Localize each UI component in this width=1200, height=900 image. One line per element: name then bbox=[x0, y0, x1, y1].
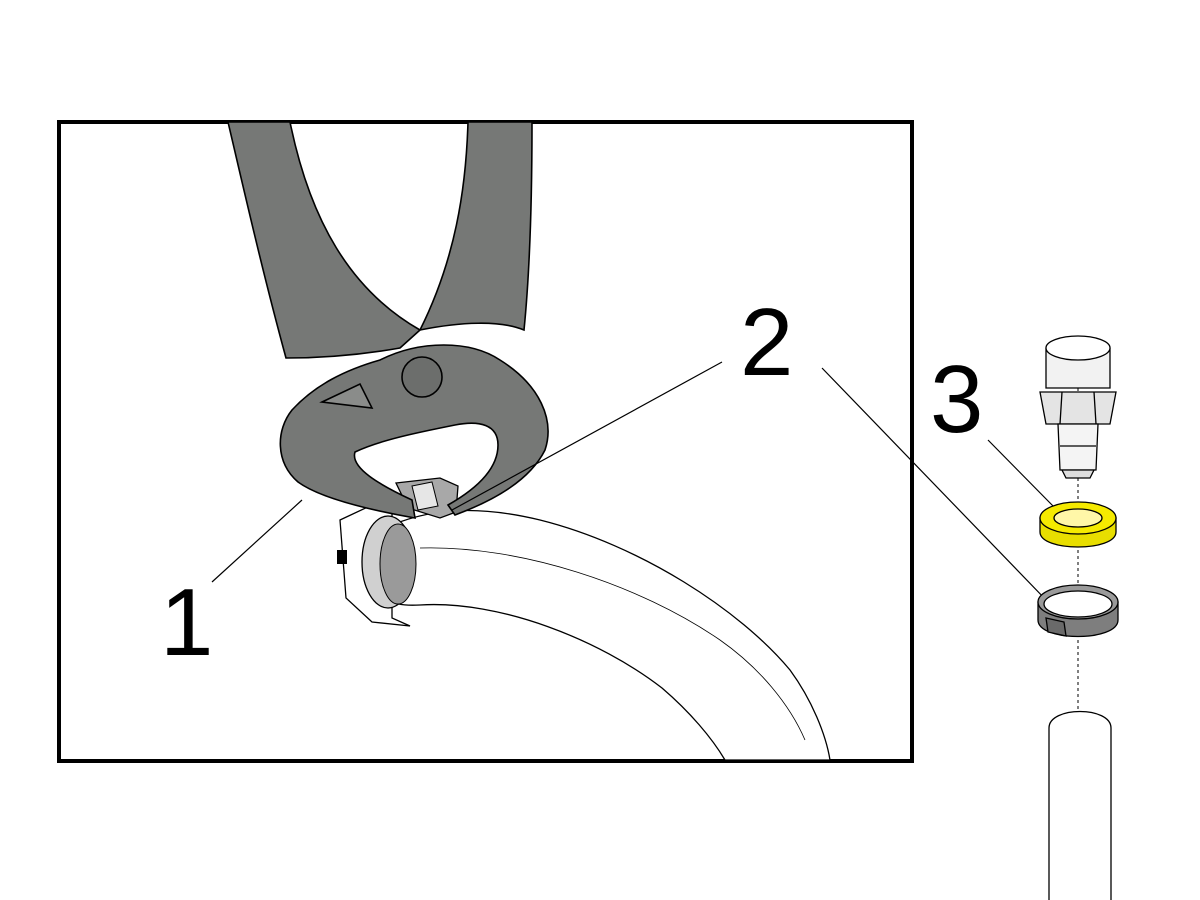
pliers-handle-left bbox=[226, 121, 422, 359]
detail-scene bbox=[226, 121, 831, 761]
hose-connector bbox=[1039, 335, 1117, 479]
callout-1: 1 bbox=[160, 569, 213, 676]
leader-line-2-ext bbox=[821, 367, 1049, 603]
ear-clamp-loose bbox=[1037, 584, 1119, 638]
leader-line-1 bbox=[211, 499, 303, 583]
sealing-washer bbox=[1039, 501, 1117, 548]
pliers-jaws bbox=[279, 344, 549, 519]
leader-line-2 bbox=[451, 361, 723, 511]
fitting-ring-inner bbox=[379, 523, 417, 605]
hose bbox=[391, 509, 831, 761]
hose-end bbox=[1048, 710, 1112, 900]
pliers-pivot bbox=[401, 356, 443, 398]
callout-2: 2 bbox=[740, 289, 793, 396]
pliers-jaw-tip bbox=[319, 382, 374, 409]
hose-highlight-line bbox=[419, 547, 806, 741]
pliers-handle-right bbox=[418, 121, 533, 332]
fitting-logo bbox=[337, 550, 347, 564]
pliers-tool bbox=[226, 121, 549, 519]
leader-line-3 bbox=[987, 439, 1056, 509]
callout-3: 3 bbox=[930, 346, 983, 453]
